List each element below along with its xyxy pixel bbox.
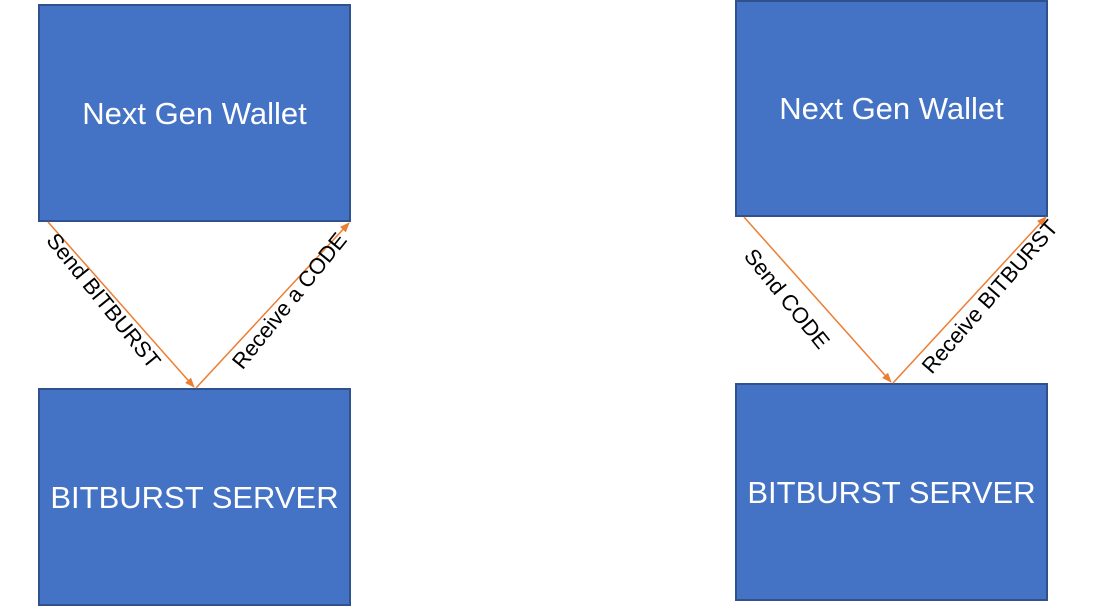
left-server-box: BITBURST SERVER (38, 388, 351, 606)
left-wallet-label: Next Gen Wallet (82, 95, 307, 131)
right-send-label: Send CODE (739, 243, 835, 354)
right-wallet-box: Next Gen Wallet (735, 0, 1048, 217)
right-send-arrow (743, 216, 892, 383)
left-server-label: BITBURST SERVER (50, 479, 339, 515)
left-receive-label: Receive a CODE (226, 227, 352, 374)
right-receive-label: Receive BITBURST (916, 215, 1064, 379)
right-wallet-label: Next Gen Wallet (779, 91, 1004, 126)
left-send-label: Send BITBURST (41, 228, 166, 374)
right-server-label: BITBURST SERVER (747, 474, 1036, 510)
left-wallet-box: Next Gen Wallet (38, 4, 351, 222)
right-server-box: BITBURST SERVER (735, 383, 1048, 601)
